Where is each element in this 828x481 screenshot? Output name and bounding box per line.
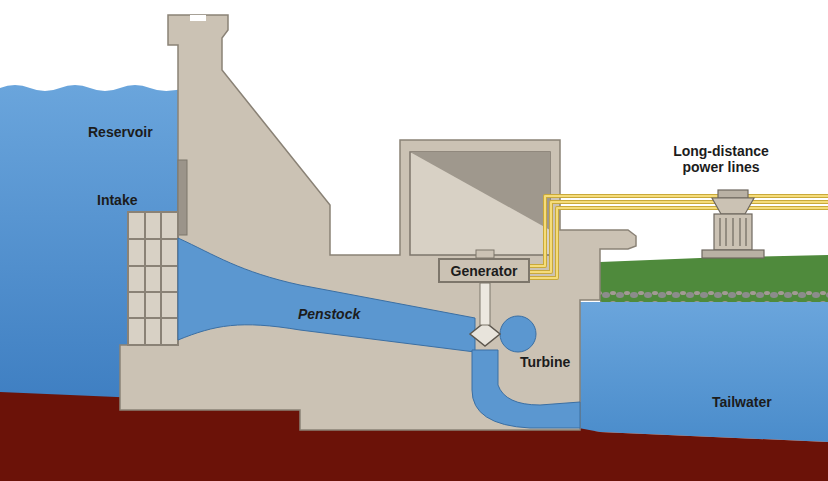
part-label: Intake — [97, 192, 137, 208]
part-label: Long-distance power lines — [662, 143, 780, 175]
powerhouse-room — [410, 152, 550, 255]
part-label: Penstock — [298, 306, 360, 322]
draft-tube — [472, 350, 580, 428]
shaft — [480, 283, 490, 325]
river-bank — [600, 255, 828, 302]
roof-shading — [410, 152, 550, 230]
scroll-case — [500, 316, 536, 352]
power-lines — [530, 196, 828, 278]
gate-slot — [178, 160, 187, 235]
transformer — [702, 190, 764, 258]
bank-rocks — [600, 288, 828, 302]
penstock-pipe — [178, 238, 475, 352]
part-label: Reservoir — [88, 124, 153, 140]
dam-crest-notch — [190, 15, 206, 21]
tailwater — [580, 302, 828, 442]
node-text: Generator — [451, 263, 518, 279]
generator-box: Generator — [438, 258, 530, 283]
part-label: Tailwater — [712, 394, 772, 410]
intake-screen — [128, 212, 178, 345]
turbine-runner — [470, 322, 500, 346]
shaft-collar — [476, 250, 494, 258]
part-label: Turbine — [520, 354, 570, 370]
